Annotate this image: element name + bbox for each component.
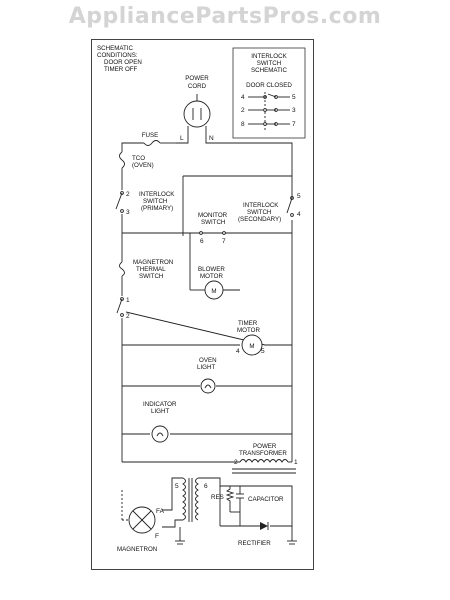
monitor-pin-7: 7	[222, 238, 226, 245]
timer-motor-pin-5: 5	[261, 348, 265, 355]
timer-switch-pin-2: 2	[126, 313, 130, 320]
blower-motor: M BLOWER MOTOR	[198, 266, 225, 300]
primary-label3: (PRIMARY)	[141, 205, 173, 212]
blower-label1: BLOWER	[198, 266, 225, 273]
secondary-label3: (SECONDARY)	[238, 216, 281, 223]
tco-label1: TCO	[132, 155, 145, 162]
main-wiring	[121, 126, 297, 545]
primary-pin-3: 3	[126, 209, 130, 216]
interlock-switch-primary: 2 3 INTERLOCK SWITCH (PRIMARY)	[115, 191, 175, 216]
monitor-switch: MONITOR SWITCH 6 7	[198, 212, 228, 245]
thermal-label3: SWITCH	[139, 273, 163, 280]
interlock-switch-secondary: 5 4 INTERLOCK SWITCH (SECONDARY)	[238, 180, 301, 223]
oven-light-label1: OVEN	[199, 357, 217, 364]
magnetron-f: F	[155, 533, 159, 540]
transformer-label1: POWER	[253, 443, 277, 450]
inset-switch-contacts	[248, 92, 290, 132]
capacitor-label: CAPACITOR	[248, 496, 284, 503]
power-transformer: POWER TRANSFORMER 2 1	[234, 443, 298, 466]
timer-motor-label1: TIMER	[238, 320, 258, 327]
svg-text:M: M	[211, 288, 216, 295]
timer-motor: M TIMER MOTOR 4 5	[236, 320, 265, 356]
schematic-sheet	[91, 39, 314, 570]
secondary-pin-4: 4	[297, 211, 301, 218]
res-capacitor-rectifier: RES CAPACITOR RECTIFIER	[211, 494, 284, 547]
tco-label2: (OVEN)	[132, 162, 154, 169]
inset-pin-3: 3	[292, 107, 296, 114]
schematic-conditions: SCHEMATIC CONDITIONS: DOOR OPEN TIMER OF…	[97, 45, 142, 73]
inset-title3: SCHEMATIC	[251, 67, 288, 74]
inset-pin-2: 2	[241, 107, 245, 114]
thermal-label2: THERMAL	[136, 266, 166, 273]
watermark-logo: AppliancePartsPros.com	[68, 4, 382, 29]
power-cord-n: N	[209, 135, 214, 142]
primary-pin-2: 2	[126, 191, 130, 198]
magnetron-fa: FA	[156, 508, 165, 515]
oven-light-label2: LIGHT	[197, 364, 215, 371]
tco-oven: TCO (OVEN)	[119, 151, 154, 169]
magnetron: FA F MAGNETRON	[117, 490, 165, 553]
rectifier-label: RECTIFIER	[238, 540, 271, 547]
transformer-label2: TRANSFORMER	[239, 450, 287, 457]
conditions-line3: DOOR OPEN	[104, 59, 142, 66]
monitor-label2: SWITCH	[201, 219, 225, 226]
inset-title2: SWITCH	[257, 60, 281, 67]
fuse-symbol: FUSE	[142, 132, 159, 139]
transformer-pin-1: 1	[294, 459, 298, 466]
inset-pin-4: 4	[241, 94, 245, 101]
timer-motor-label2: MOTOR	[237, 327, 260, 334]
interlock-inset: INTERLOCK SWITCH SCHEMATIC DOOR CLOSED 4…	[232, 47, 306, 139]
thermal-label1: MAGNETRON	[133, 259, 173, 266]
secondary-winding-pin-6: 6	[204, 483, 208, 490]
secondary-pins: 5 6	[175, 483, 208, 490]
secondary-pin-5: 5	[297, 193, 301, 200]
blower-label2: MOTOR	[200, 273, 223, 280]
indicator-label2: LIGHT	[151, 408, 169, 415]
res-label: RES	[211, 494, 224, 501]
indicator-label1: INDICATOR	[143, 401, 177, 408]
primary-label2: SWITCH	[143, 198, 167, 205]
timer-switch-pin-1: 1	[126, 297, 130, 304]
svg-text:M: M	[249, 343, 254, 350]
inset-pin-7: 7	[292, 121, 296, 128]
power-cord-plug: POWER CORD L N	[180, 75, 214, 142]
indicator-light: INDICATOR LIGHT	[143, 401, 177, 443]
power-cord-label1: POWER	[185, 75, 209, 82]
power-cord-label2: CORD	[188, 83, 207, 90]
inset-title1: INTERLOCK	[251, 53, 287, 60]
secondary-winding-pin-5: 5	[175, 483, 179, 490]
timer-motor-pin-4: 4	[236, 348, 240, 355]
inset-pin-5: 5	[292, 94, 296, 101]
conditions-line4: TIMER OFF	[104, 66, 138, 73]
magnetron-label: MAGNETRON	[117, 546, 157, 553]
monitor-label1: MONITOR	[198, 212, 228, 219]
primary-label1: INTERLOCK	[139, 191, 175, 198]
power-cord-l: L	[180, 135, 184, 142]
secondary-label1: INTERLOCK	[243, 202, 279, 209]
conditions-line2: CONDITIONS:	[97, 52, 138, 59]
magnetron-thermal-switch: MAGNETRON THERMAL SWITCH	[119, 259, 173, 280]
fuse-label: FUSE	[142, 132, 159, 139]
inset-pin-8: 8	[241, 121, 245, 128]
timer-switch: 1 2	[116, 297, 130, 320]
inset-door-closed: DOOR CLOSED	[246, 82, 292, 89]
secondary-label2: SWITCH	[247, 209, 271, 216]
oven-light: OVEN LIGHT	[197, 357, 217, 394]
transformer-pin-2: 2	[234, 459, 238, 466]
conditions-line1: SCHEMATIC	[97, 45, 134, 52]
monitor-pin-6: 6	[200, 238, 204, 245]
